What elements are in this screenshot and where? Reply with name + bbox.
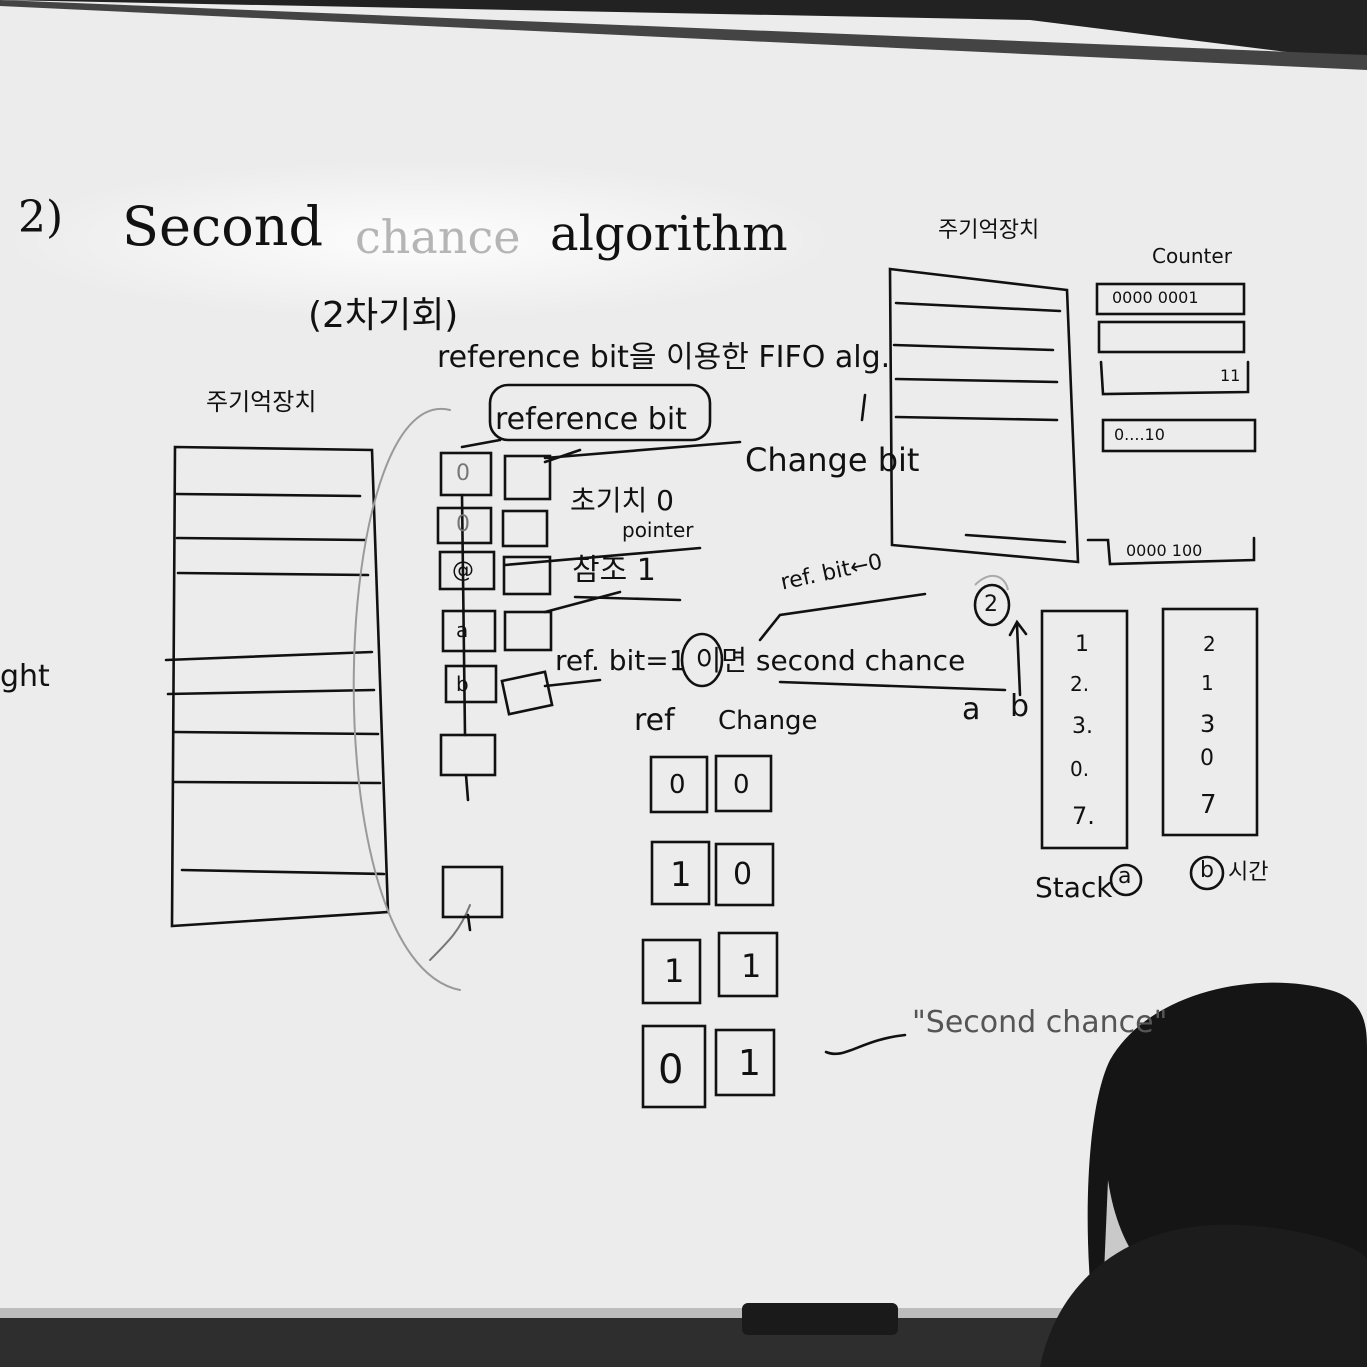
time-value-2: 1: [1201, 671, 1214, 695]
ptr-box-4: [441, 609, 497, 653]
ptr-box-1: [439, 451, 493, 497]
heading-title-second: Second: [122, 195, 324, 258]
table-r1-change: 0: [733, 770, 750, 800]
time-value-4: 0: [1200, 746, 1214, 771]
left-memory-label: 주기억장치: [206, 388, 317, 416]
stack-circle: a: [1118, 864, 1132, 889]
counter-row-1: 0000 0001: [1112, 288, 1199, 307]
stack-value-2: 2.: [1070, 672, 1090, 696]
table-header-ref: ref: [634, 703, 675, 738]
ptr-value-3: @: [452, 558, 474, 583]
annotation-ref-rule: ref. bit=1 이면 second chance: [555, 644, 966, 677]
heading-number: 2): [18, 192, 64, 243]
table-r4-ref: 0: [658, 1047, 684, 1093]
ptr-box-3: [438, 550, 496, 591]
ptr-value-4: a: [456, 618, 469, 642]
stack-column: [1040, 609, 1129, 850]
change-bit-label: Change bit: [745, 441, 920, 479]
counter-row-3: 11: [1220, 366, 1241, 385]
ptr-value-5: b: [456, 672, 469, 696]
ptr-box-5: [444, 664, 498, 704]
counter-row-5: 0000 100: [1126, 541, 1203, 560]
time-value-3: 3: [1200, 710, 1216, 738]
annotation-initial: 초기치 0: [570, 484, 674, 517]
right-memory-block: [888, 267, 1080, 564]
annotation-a: a: [962, 692, 981, 727]
left-edge-text: ght: [0, 659, 50, 694]
heading-title-algorithm: algorithm: [550, 206, 788, 262]
annotation-pointer: pointer: [622, 518, 694, 542]
time-value-1: 2: [1203, 632, 1216, 656]
table-r3-change: 1: [741, 947, 762, 985]
eraser: [742, 1303, 898, 1335]
ptr-box-2: [436, 506, 493, 545]
time-column: [1161, 607, 1259, 837]
time-label: 시간: [1228, 860, 1269, 885]
annotation-b: b: [1010, 689, 1030, 724]
table-r2-change: 0: [733, 857, 753, 892]
heading-korean: (2차기회): [308, 295, 459, 336]
stack-value-3: 3.: [1072, 714, 1093, 739]
ptr-box-7: [441, 865, 504, 919]
right-memory-label: 주기억장치: [938, 218, 1040, 243]
time-value-5: 7: [1200, 790, 1217, 820]
table-r1-ref: 0: [669, 770, 686, 800]
table-note: "Second chance": [912, 1005, 1168, 1040]
reference-bit-label: reference bit: [495, 402, 687, 437]
counter-label: Counter: [1152, 244, 1232, 268]
table-r3-ref: 1: [664, 952, 685, 990]
counter-row-4: 0....10: [1114, 425, 1165, 444]
heading-title-chance: chance: [355, 210, 521, 264]
stack-value-1: 1: [1075, 632, 1089, 657]
stack-value-4: 0.: [1070, 757, 1090, 781]
annotation-circle-2: 2: [984, 592, 998, 617]
subtitle: reference bit을 이용한 FIFO alg.: [437, 340, 891, 375]
table-header-change: Change: [718, 706, 818, 736]
stack-label: Stack: [1035, 871, 1113, 904]
ptr-value-2: 0: [456, 512, 470, 537]
student-silhouette: [1040, 982, 1367, 1367]
time-circle: b: [1200, 858, 1214, 883]
table-r2-ref: 1: [670, 855, 692, 895]
ptr-value-1: 0: [456, 461, 470, 486]
stack-value-5: 7.: [1072, 802, 1095, 830]
reference-bit-bubble: [488, 383, 712, 442]
ptr-box-6: [439, 733, 497, 777]
annotation-reference: 참조 1: [572, 553, 656, 588]
table-r4-change: 1: [738, 1043, 761, 1084]
